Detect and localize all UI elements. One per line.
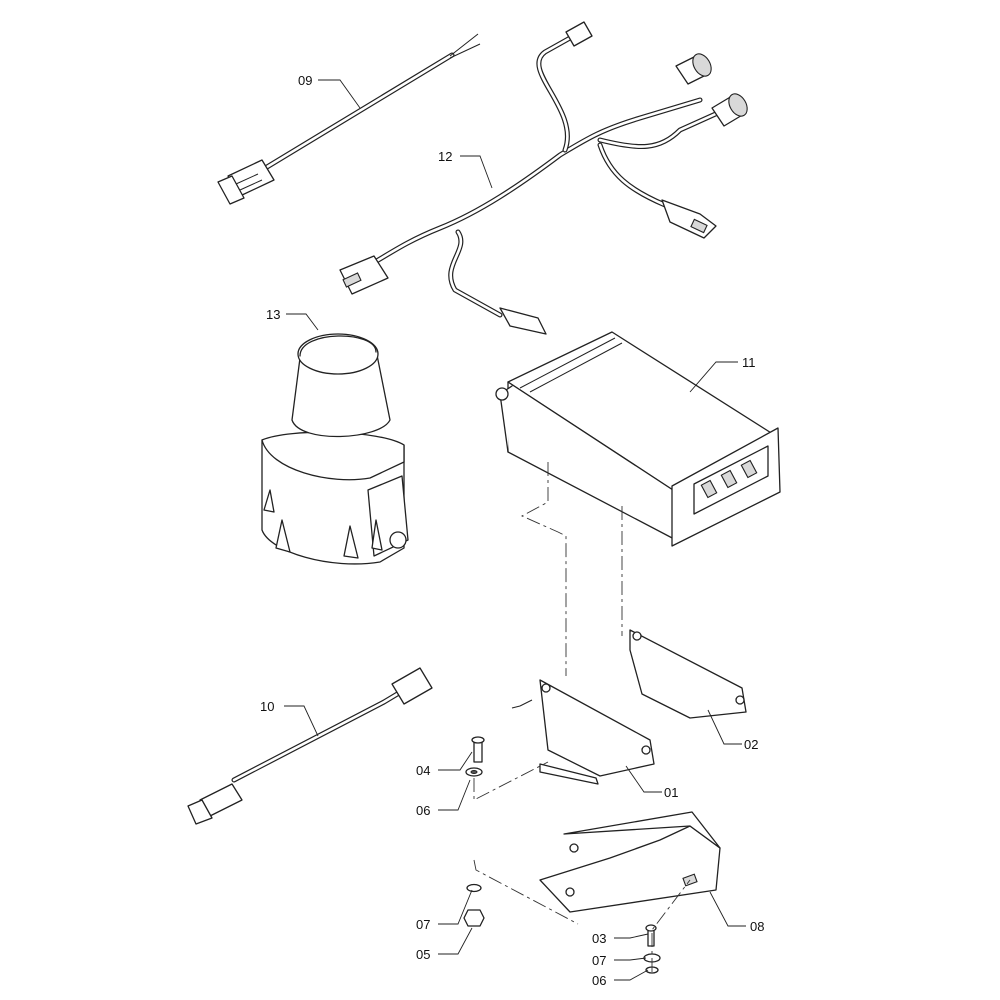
part-13-beacon xyxy=(261,333,409,565)
callout-11: 11 xyxy=(742,355,756,370)
callout-13: 13 xyxy=(266,307,280,322)
callout-05: 05 xyxy=(416,947,430,962)
part-10-cable xyxy=(187,667,433,825)
callout-08: 08 xyxy=(750,919,764,934)
part-01-bracket xyxy=(511,679,655,785)
callout-07-left: 07 xyxy=(416,917,430,932)
part-12-harness xyxy=(339,21,748,335)
callout-06-lower: 06 xyxy=(592,973,606,988)
callout-10: 10 xyxy=(260,699,274,714)
part-11-control-unit xyxy=(495,331,781,547)
part-02-plate xyxy=(629,629,747,719)
callout-03: 03 xyxy=(592,931,606,946)
assembly-lines xyxy=(473,462,691,972)
callout-09: 09 xyxy=(298,73,312,88)
callouts: 09 12 13 11 02 01 10 04 06 08 07 05 03 0… xyxy=(260,73,764,988)
callout-02: 02 xyxy=(744,737,758,752)
callout-07-right: 07 xyxy=(592,953,606,968)
callout-04: 04 xyxy=(416,763,430,778)
callout-12: 12 xyxy=(438,149,452,164)
part-09-cable xyxy=(217,33,481,205)
leader-lines xyxy=(284,79,746,981)
callout-01: 01 xyxy=(664,785,678,800)
callout-06-upper: 06 xyxy=(416,803,430,818)
part-08-mount xyxy=(539,811,721,913)
